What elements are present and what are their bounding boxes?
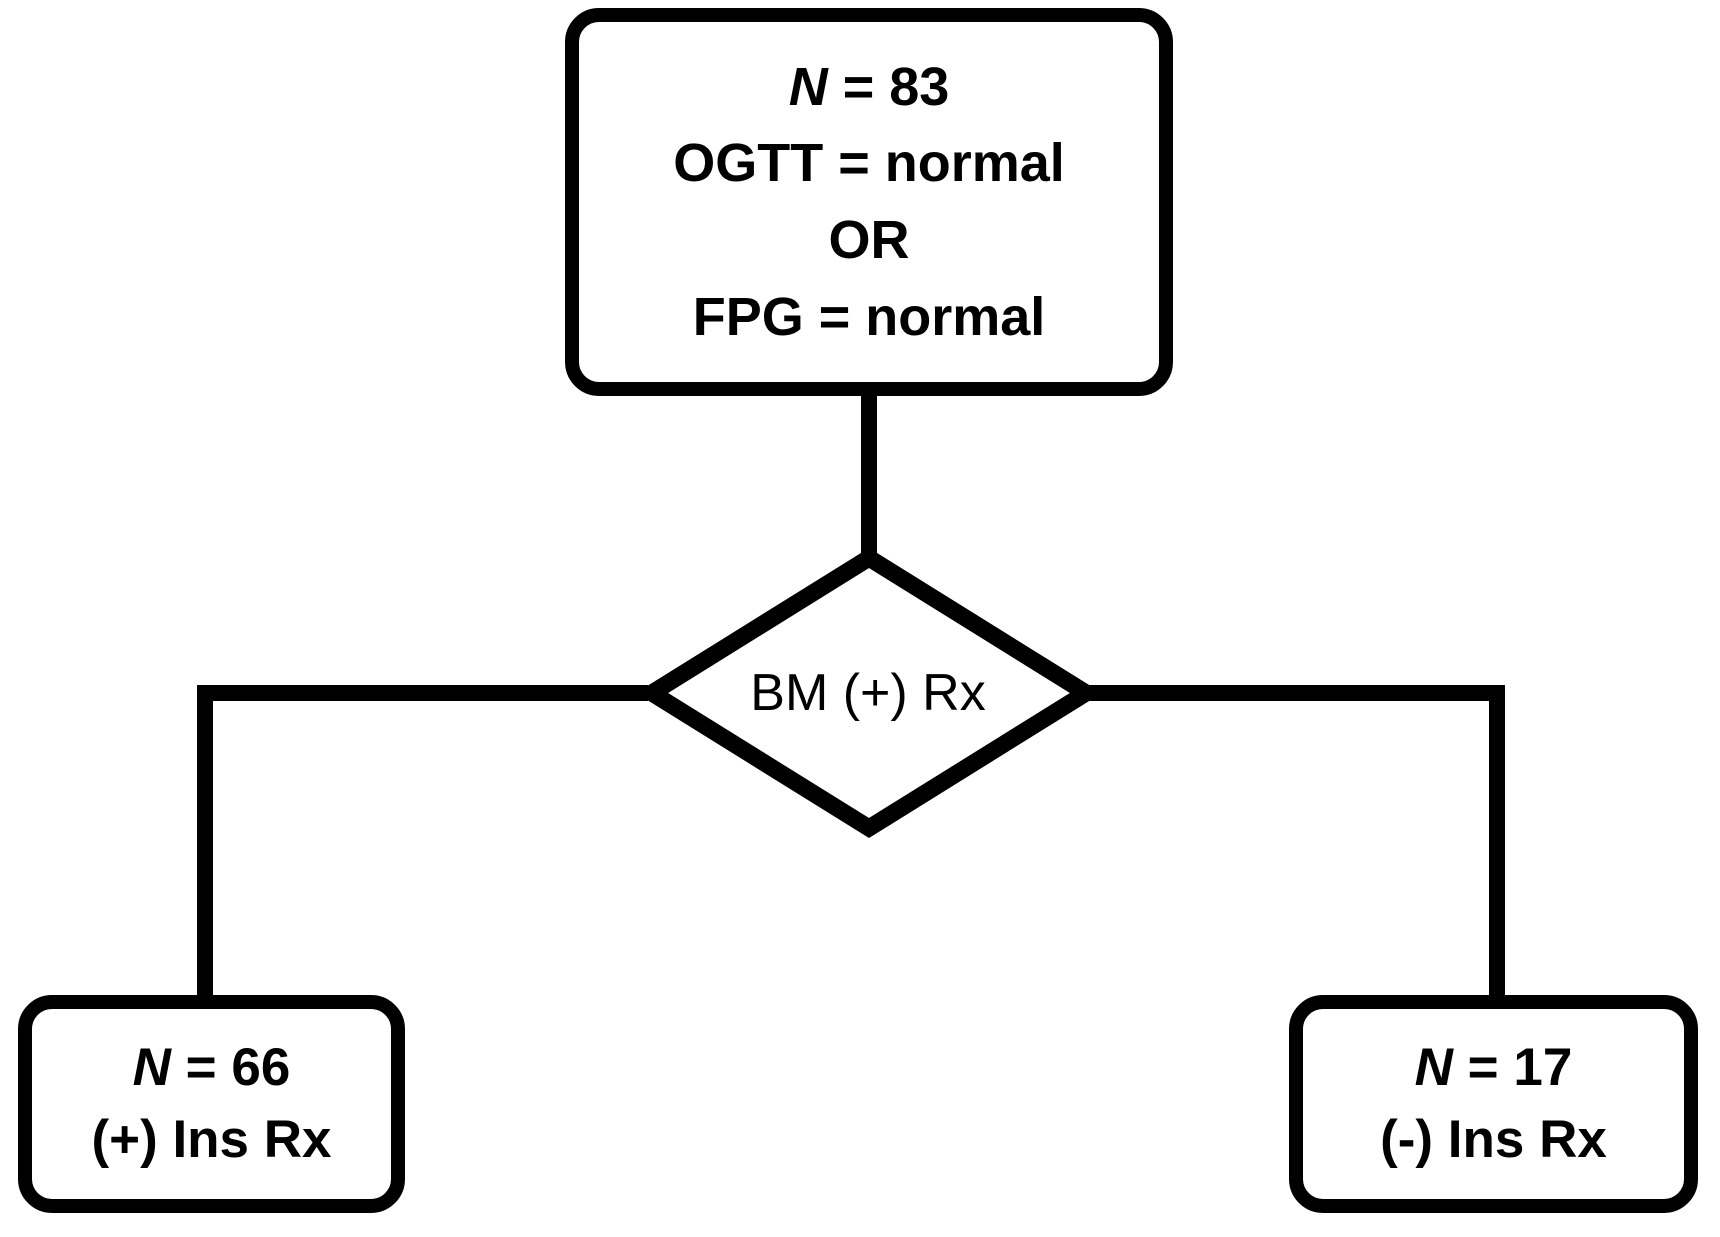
node-right-line-2: (-) Ins Rx bbox=[1380, 1110, 1607, 1169]
node-top-cohort: N = 83 OGTT = normal OR FPG = normal bbox=[565, 8, 1173, 396]
node-right-line-1: N = 17 bbox=[1414, 1037, 1573, 1097]
node-top-line-3: OR bbox=[828, 210, 910, 270]
node-right-outcome: N = 17 (-) Ins Rx bbox=[1289, 995, 1698, 1213]
node-top-line-2: OGTT = normal bbox=[673, 133, 1065, 194]
node-left-line-1: N = 66 bbox=[132, 1037, 291, 1097]
edge-decision-to-left-box bbox=[197, 685, 648, 1000]
edge-decision-to-right-box bbox=[1089, 685, 1505, 1000]
decision-label: BM (+) Rx bbox=[750, 664, 986, 722]
node-top-line-4: FPG = normal bbox=[692, 286, 1046, 347]
decision-diamond-shape bbox=[635, 547, 1103, 839]
node-left-line-2: (+) Ins Rx bbox=[91, 1110, 332, 1169]
node-top-line-1: N = 83 bbox=[788, 56, 950, 117]
node-left-outcome: N = 66 (+) Ins Rx bbox=[18, 995, 405, 1213]
